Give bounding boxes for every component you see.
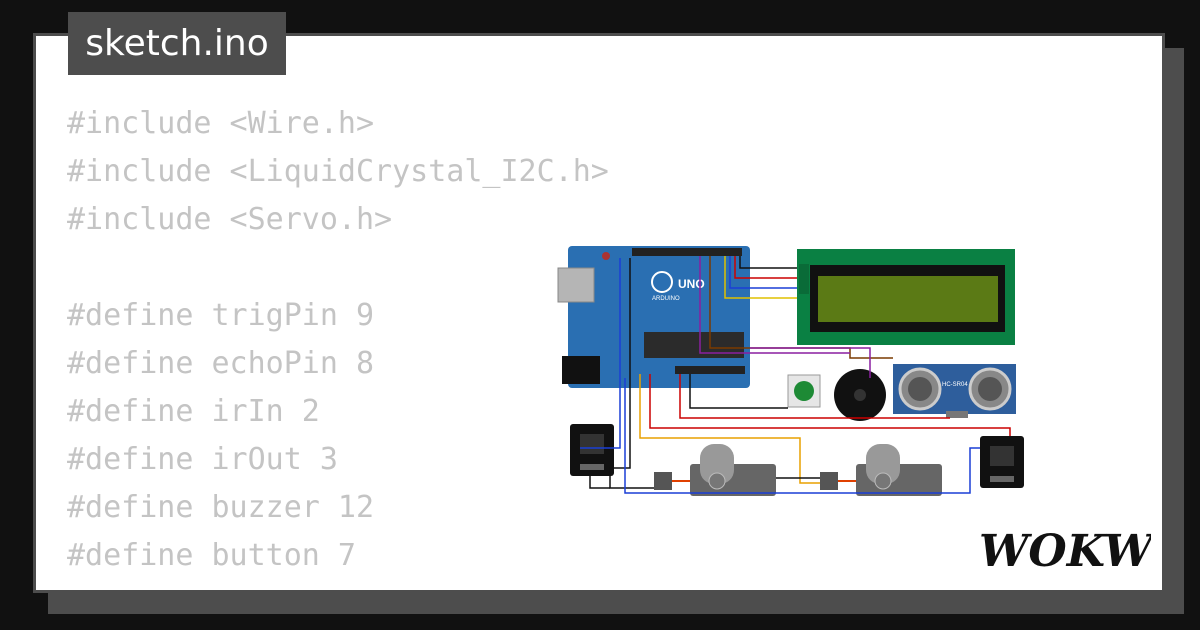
arduino-logo (651, 271, 673, 293)
code-line: #define echoPin 8 (67, 346, 375, 381)
file-tab[interactable]: sketch.ino (68, 12, 286, 75)
code-line: #define irIn 2 (67, 394, 320, 429)
atmega-chip (644, 332, 744, 358)
lcd-pins (799, 264, 809, 294)
servo-motor-1[interactable] (654, 444, 776, 496)
code-line: #include <Wire.h> (67, 106, 375, 141)
wires (580, 256, 1011, 494)
code-line: #define button 7 (67, 538, 356, 573)
reset-button[interactable] (602, 252, 610, 260)
code-line: #include <Servo.h> (67, 202, 393, 237)
code-line: #include <LiquidCrystal_I2C.h> (67, 154, 609, 189)
code-line: #define irOut 3 (67, 442, 338, 477)
wokwi-logo[interactable]: WOKWI (975, 522, 1151, 578)
servo-motor-2[interactable] (820, 444, 942, 496)
ir-module-left[interactable] (570, 424, 614, 476)
code-line: #define trigPin 9 (67, 298, 375, 333)
code-line (67, 244, 609, 292)
ultrasonic-sensor[interactable]: HC-SR04 (893, 364, 1016, 418)
code-line: #define buzzer 12 (67, 490, 375, 525)
usb-port (557, 267, 595, 303)
buzzer[interactable] (834, 369, 886, 421)
brand-name: WOKWI (979, 526, 1151, 577)
analog-header (675, 366, 745, 374)
ir-module-right[interactable] (980, 436, 1024, 488)
power-jack (562, 356, 600, 384)
lcd-screen (818, 276, 998, 322)
sensor-label: HC-SR04 (942, 382, 968, 388)
arduino-uno-board[interactable]: UNO ARDUINO (557, 246, 750, 388)
code-editor[interactable]: #include <Wire.h> #include <LiquidCrystal… (67, 100, 609, 580)
sensor-pins (946, 411, 968, 418)
lcd-display[interactable] (797, 249, 1015, 345)
push-button[interactable] (787, 374, 821, 408)
board-brand: ARDUINO (652, 296, 680, 302)
board-label: UNO (678, 277, 705, 291)
digital-header (632, 248, 742, 256)
circuit-diagram: UNO ARDUINO HC-SR04 (557, 246, 1024, 496)
